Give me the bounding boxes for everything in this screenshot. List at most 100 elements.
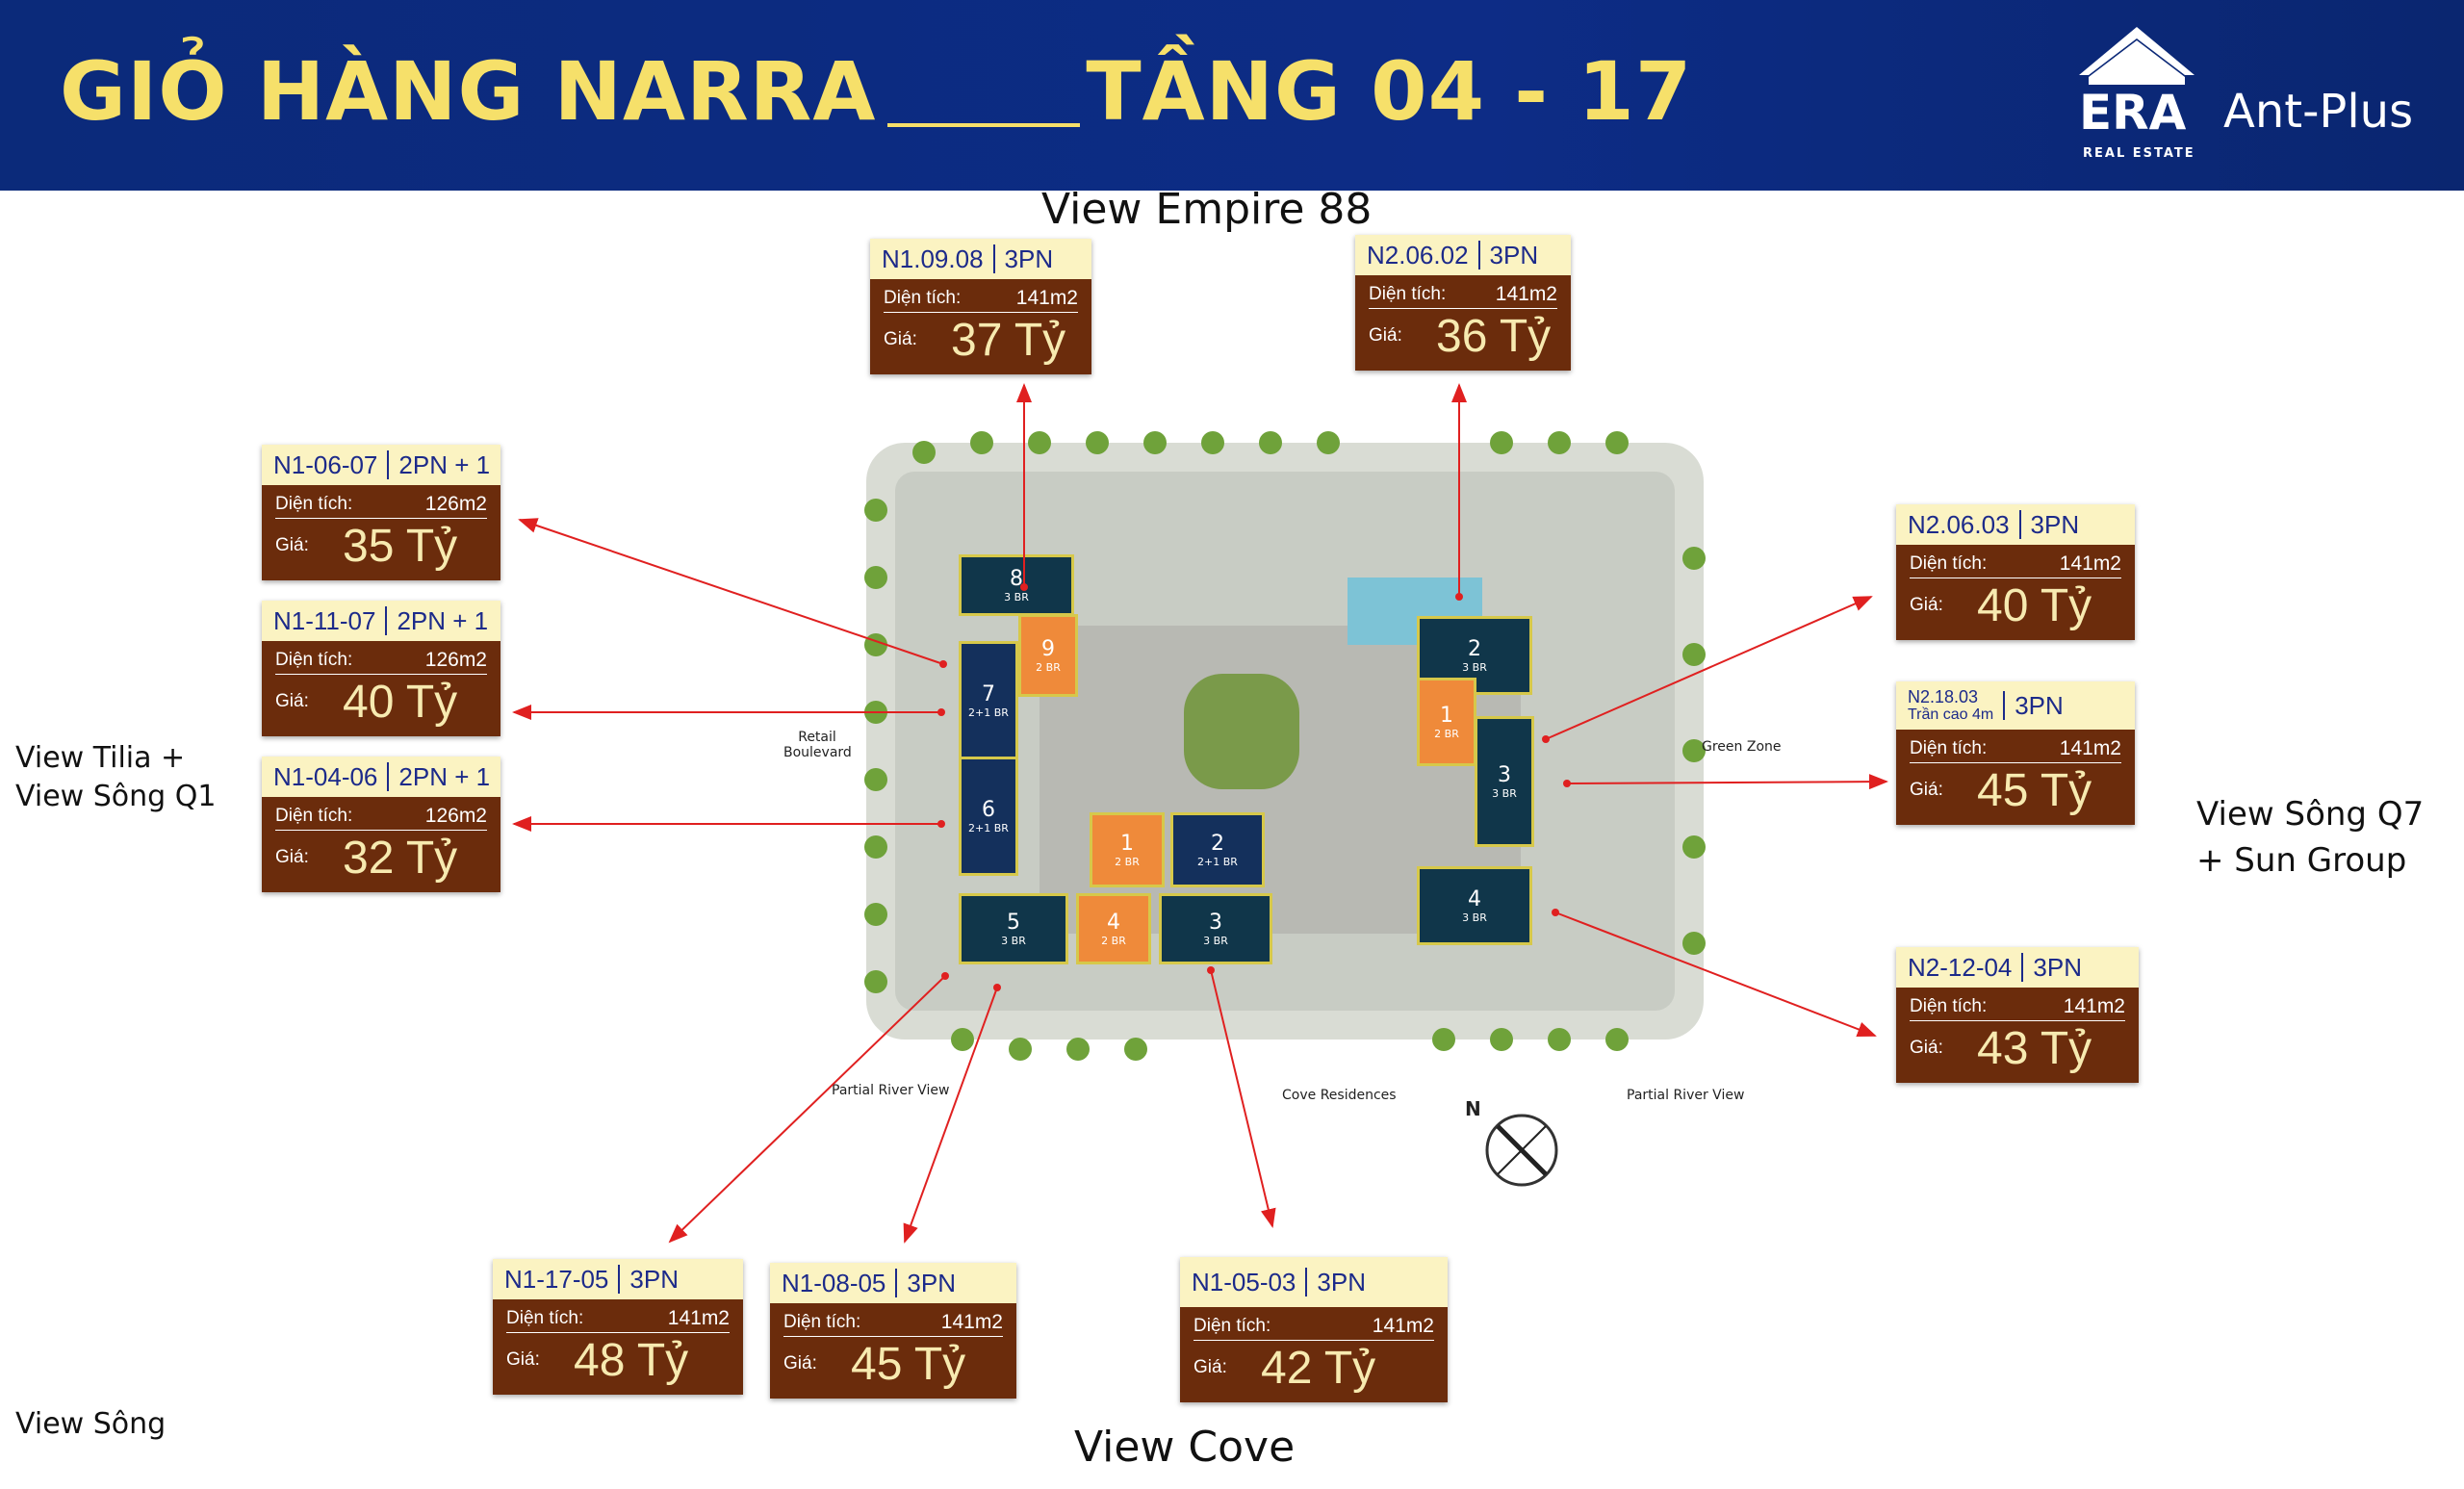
price-label: Giá: [275,535,309,555]
price-value: 35 Tỷ [343,520,458,572]
unit-note: Trần cao 4m [1908,706,1994,723]
unit-code: N1-08-05 [782,1268,886,1297]
title-left: GIỎ HÀNG NARRA [60,44,877,139]
price-label: Giá: [1369,325,1402,346]
price-value: 32 Tỷ [343,832,458,884]
view-bottom-label: View Cove [1074,1423,1296,1472]
title-right: TẦNG 04 - 17 [1086,44,1693,139]
green-zone-label: Green Zone [1702,739,1782,755]
view-right-label: View Sông Q7 + Sun Group [2196,795,2425,880]
area-label: Diện tích: [1194,1316,1271,1336]
unit-type: 3PN [1317,1267,1366,1296]
area-label: Diện tích: [783,1312,861,1332]
unit-code: N1-06-07 [273,449,378,479]
north-label: N [1465,1097,1481,1120]
area-label: Diện tích: [1910,738,1988,758]
area-label: Diện tích: [1369,284,1447,304]
area-value: 141m2 [1372,1315,1434,1337]
title-divider [887,123,1081,127]
unit-type: 3PN [2015,690,2064,720]
unit-type: 3PN [2030,509,2080,539]
unit-code: N2.18.03 [1908,687,1979,706]
price-label: Giá: [1910,1038,1943,1058]
price-value: 36 Tỷ [1436,310,1552,362]
area-value: 141m2 [2059,737,2121,759]
view-bottom-left-label: View Sông [15,1407,167,1441]
unit-code: N2-12-04 [1908,952,2013,982]
price-label: Giá: [506,1349,540,1370]
price-value: 45 Tỷ [851,1338,966,1390]
price-label: Giá: [275,691,309,711]
partial-river-view-right: Partial River View [1627,1088,1745,1103]
area-value: 141m2 [940,1311,1003,1333]
price-label: Giá: [1194,1357,1227,1377]
unit-code: N1-11-07 [273,605,376,635]
area-value: 126m2 [424,649,487,671]
compass-icon [1485,1114,1558,1187]
unit-type: 2PN + 1 [397,605,489,635]
area-label: Diện tích: [275,494,353,514]
price-value: 45 Tỷ [1977,764,2092,816]
site-plan-drawing [864,431,1706,1061]
unit-type: 3PN [907,1268,956,1297]
retail-boulevard-label: Retail Boulevard [783,730,852,760]
price-label: Giá: [884,329,917,349]
antplus-logo: Ant-Plus [2223,85,2414,139]
unit-type: 3PN [2033,952,2082,982]
unit-code: N1.09.08 [882,244,984,273]
area-label: Diện tích: [275,806,353,826]
area-label: Diện tích: [1910,553,1988,574]
unit-type: 2PN + 1 [398,761,491,791]
area-label: Diện tích: [275,650,353,670]
price-value: 42 Tỷ [1261,1342,1376,1394]
price-label: Giá: [783,1353,817,1373]
unit-code: N2.06.03 [1908,509,2010,539]
page-title: GIỎ HÀNG NARRA TẦNG 04 - 17 [60,44,1692,139]
area-value: 141m2 [667,1307,730,1329]
unit-card-n1-08-05[interactable]: N1-08-05 3PN Diện tích: 141m2 Giá: 45 Tỷ [770,1263,1016,1399]
unit-type: 3PN [629,1264,679,1294]
area-value: 141m2 [1015,287,1078,309]
unit-card-n2-06-02[interactable]: N2.06.02 3PN Diện tích: 141m2 Giá: 36 Tỷ [1355,235,1571,371]
area-label: Diện tích: [884,288,962,308]
price-value: 48 Tỷ [574,1334,689,1386]
unit-code: N1-05-03 [1192,1267,1296,1296]
unit-type: 3PN [1489,240,1539,270]
unit-card-n1-05-03[interactable]: N1-05-03 3PN Diện tích: 141m2 Giá: 42 Tỷ [1180,1257,1448,1402]
era-logo-subtext: REAL ESTATE [2083,146,2195,161]
unit-code: N1-04-06 [273,761,378,791]
area-label: Diện tích: [506,1308,584,1328]
area-value: 141m2 [1495,283,1557,305]
cove-residences-label: Cove Residences [1282,1088,1397,1103]
era-logo-text: ERA [2079,85,2187,141]
partial-river-view-left: Partial River View [832,1083,950,1098]
view-top-label: View Empire 88 [1041,185,1373,234]
area-label: Diện tích: [1910,996,1988,1016]
era-house-icon [2079,27,2194,85]
price-label: Giá: [1910,595,1943,615]
view-left-label: View Tilia + View Sông Q1 [15,741,217,813]
unit-code: N2.06.02 [1367,240,1469,270]
area-value: 126m2 [424,493,487,515]
